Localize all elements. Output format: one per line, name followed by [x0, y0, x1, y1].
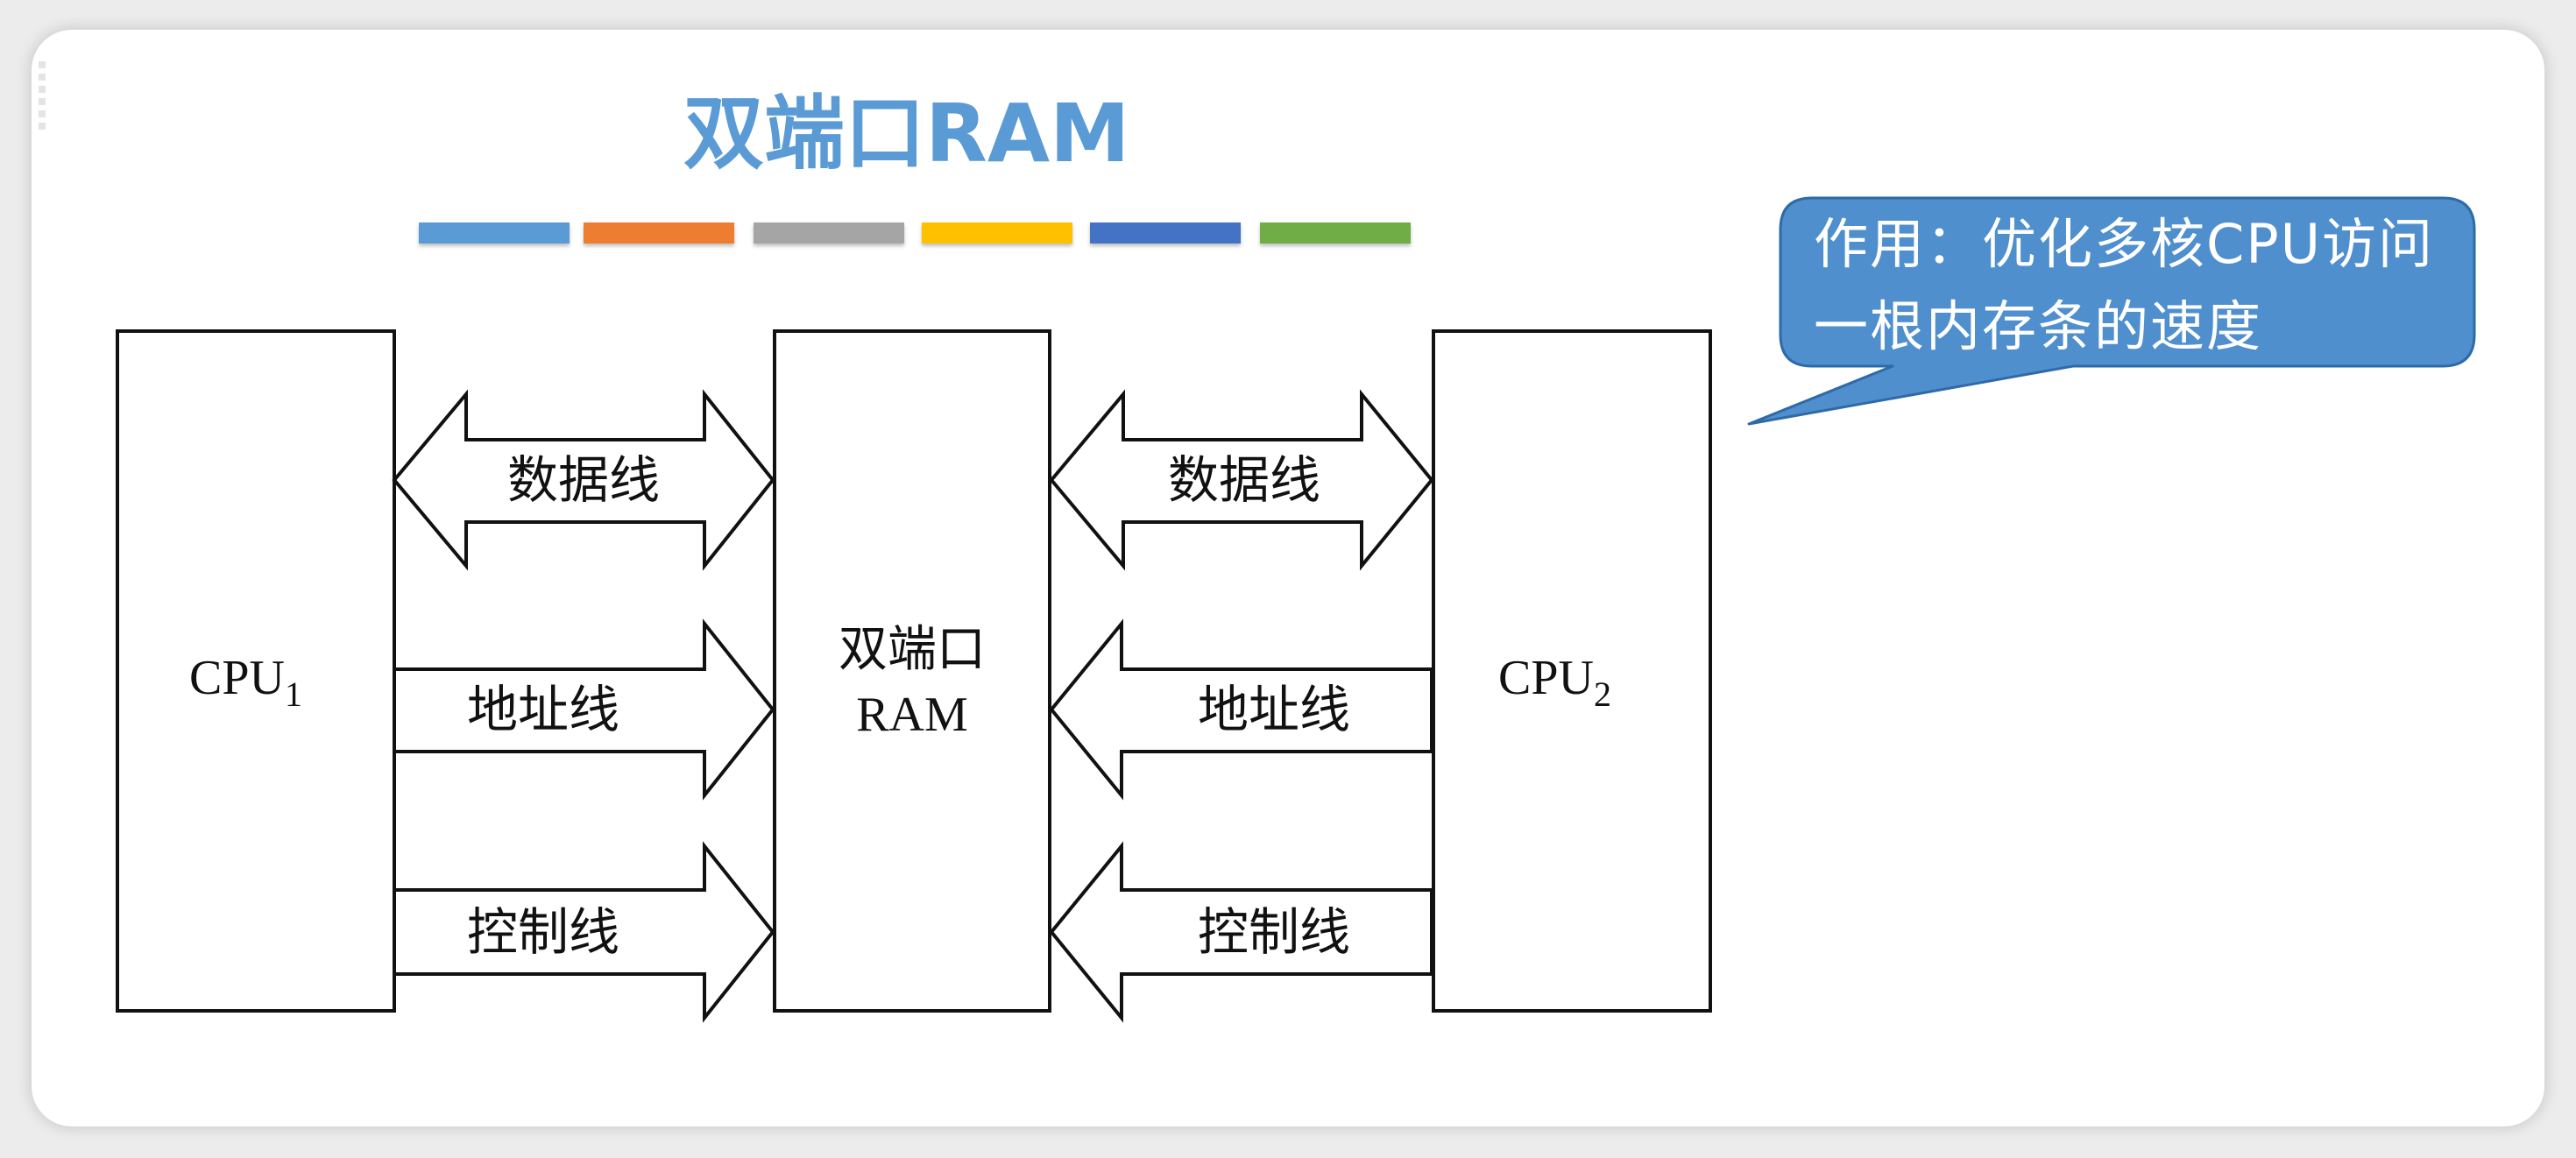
color-strip-5 — [1090, 222, 1241, 244]
left-control-bus-arrow — [393, 841, 775, 1023]
right-control-bus-arrow — [1049, 841, 1433, 1023]
callout-text: 作用：优化多核CPU访问一根内存条的速度 — [1814, 212, 2435, 358]
right-data-bus-label: 数据线 — [1168, 452, 1320, 509]
ram-box — [773, 329, 1051, 1013]
right-address-bus-label: 地址线 — [1198, 681, 1350, 738]
cpu2-subscript: 2 — [1594, 674, 1611, 714]
cpu2-label: CPU2 — [1498, 651, 1611, 714]
left-control-bus-label: 控制线 — [467, 904, 619, 961]
right-control-bus-label: 控制线 — [1198, 904, 1350, 961]
callout-bubble — [1747, 196, 2476, 426]
cpu1-box — [116, 329, 396, 1013]
cpu2-box — [1432, 329, 1712, 1013]
right-data-bus-arrow — [1049, 389, 1434, 571]
cpu1-label: CPU1 — [189, 651, 302, 714]
left-data-bus-arrow — [392, 389, 775, 571]
ram-label-line1: 双端口 — [839, 623, 986, 677]
cpu1-subscript: 1 — [285, 674, 302, 714]
ram-label-line2: RAM — [856, 688, 968, 742]
right-address-bus-arrow — [1049, 618, 1433, 801]
slide-title: 双端口RAM — [683, 87, 1130, 180]
color-strip-4 — [922, 222, 1072, 244]
left-data-bus-label: 数据线 — [507, 452, 660, 509]
left-address-bus-arrow — [393, 618, 775, 801]
color-strip-3 — [754, 222, 904, 244]
color-strip-1 — [419, 222, 570, 244]
color-strip-2 — [584, 222, 734, 244]
left-address-bus-label: 地址线 — [467, 681, 619, 738]
edge-marker — [39, 61, 46, 131]
color-strip-6 — [1260, 222, 1411, 244]
